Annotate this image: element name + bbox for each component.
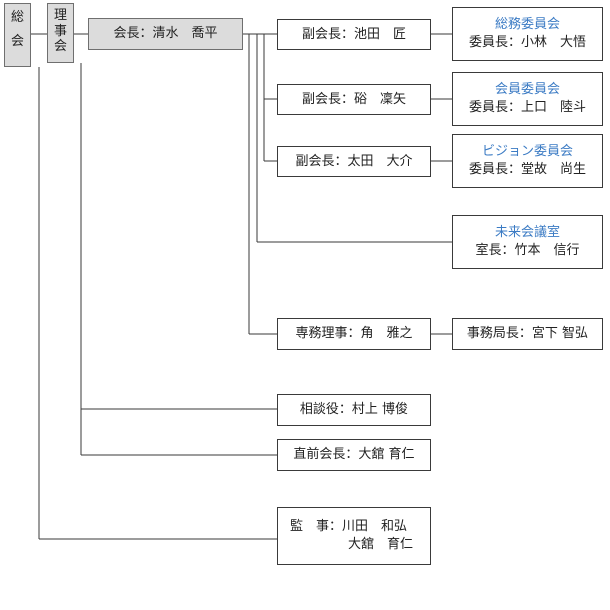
secretariat-head-label: 事務局長：宮下 智弘: [466, 326, 589, 342]
committee-box-membership: 会員委員会 委員長：上口 陸斗: [452, 72, 603, 126]
vice-president-label: 副会長：太田 大介: [295, 153, 413, 169]
committee-name: 未来会議室: [494, 225, 560, 241]
secretariat-head-box: 事務局長：宮下 智弘: [452, 318, 603, 350]
board-char-1: 理: [53, 8, 67, 23]
vice-president-label: 副会長：池田 匠: [301, 26, 406, 42]
general-meeting-box: 総 会: [4, 3, 31, 67]
committee-head: 室長：竹本 信行: [475, 243, 580, 258]
committee-name: ビジョン委員会: [481, 144, 573, 160]
executive-director-box: 専務理事：角 雅之: [277, 318, 431, 350]
committee-head: 委員長：上口 陸斗: [468, 100, 586, 115]
auditors-line-1: 監 事：川田 和弘: [290, 519, 408, 535]
vice-president-label: 副会長：硲 凜矢: [301, 91, 406, 107]
committee-name: 会員委員会: [494, 82, 560, 98]
advisor-label: 相談役：村上 博俊: [299, 402, 409, 418]
vice-president-box-2: 副会長：硲 凜矢: [277, 84, 431, 115]
executive-director-label: 専務理事：角 雅之: [295, 326, 413, 342]
past-president-label: 直前会長：大舘 育仁: [293, 447, 415, 463]
auditors-box: 監 事：川田 和弘 大舘 育仁: [277, 507, 431, 565]
general-meeting-char-1: 総: [10, 10, 24, 25]
committee-box-vision: ビジョン委員会 委員長：堂故 尚生: [452, 134, 603, 188]
auditors-line-2: 大舘 育仁: [348, 537, 414, 552]
committee-head: 委員長：小林 大悟: [468, 35, 586, 50]
vice-president-box-1: 副会長：池田 匠: [277, 19, 431, 50]
vice-president-box-3: 副会長：太田 大介: [277, 146, 431, 177]
general-meeting-char-2: 会: [10, 33, 24, 49]
board-box: 理 事 会: [47, 3, 74, 63]
committee-box-future-room: 未来会議室 室長：竹本 信行: [452, 215, 603, 269]
president-box: 会長：清水 喬平: [88, 18, 243, 50]
president-label: 会長：清水 喬平: [113, 26, 218, 42]
committee-head: 委員長：堂故 尚生: [468, 162, 586, 177]
committee-name: 総務委員会: [494, 17, 560, 33]
advisor-box: 相談役：村上 博俊: [277, 394, 431, 426]
board-char-3: 会: [53, 39, 67, 55]
board-char-2: 事: [53, 23, 67, 39]
past-president-box: 直前会長：大舘 育仁: [277, 439, 431, 471]
committee-box-general-affairs: 総務委員会 委員長：小林 大悟: [452, 7, 603, 61]
